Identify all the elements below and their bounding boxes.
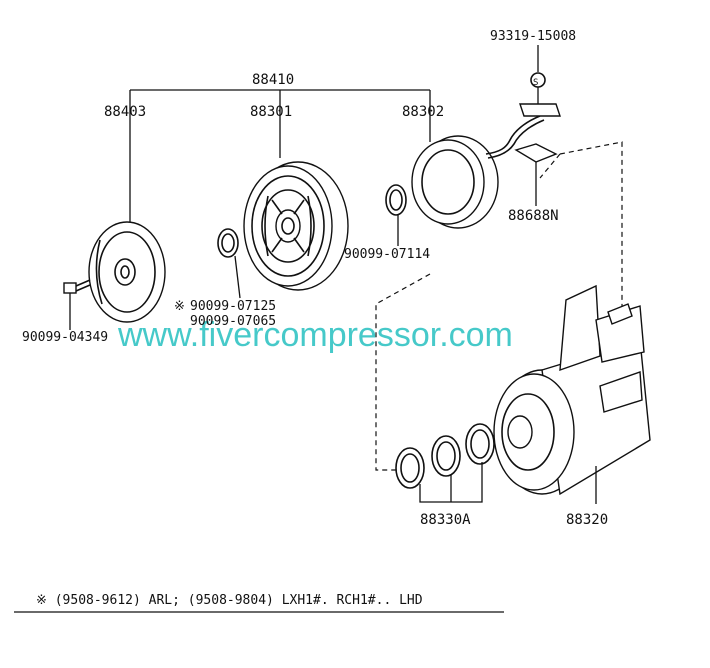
label-coil: 88302 bbox=[402, 104, 444, 120]
marker-circle-s: S bbox=[533, 78, 538, 88]
label-assembly: 88410 bbox=[252, 72, 294, 88]
label-bolt: 90099-04349 bbox=[22, 330, 108, 345]
label-sensor-bracket: 88688N bbox=[508, 208, 559, 224]
watermark-text: www.fivercompressor.com bbox=[117, 316, 513, 354]
o-rings-drawing bbox=[395, 423, 495, 503]
marker-asterisk: ※ bbox=[174, 299, 185, 314]
field-coil-drawing bbox=[411, 115, 545, 229]
compressor-drawing bbox=[493, 284, 651, 504]
snap-ring-drawing bbox=[385, 184, 407, 246]
pulley-drawing bbox=[243, 161, 349, 291]
assembly-bracket bbox=[129, 89, 431, 228]
label-o-rings: 88330A bbox=[420, 512, 471, 528]
clutch-hub-drawing bbox=[88, 221, 166, 323]
label-compressor: 88320 bbox=[566, 512, 608, 528]
shim-drawing bbox=[217, 228, 241, 299]
label-sensor-bolt: 93319-15008 bbox=[490, 29, 576, 44]
label-shim-2: 90099-07065 bbox=[190, 314, 276, 329]
bolt-drawing bbox=[63, 279, 91, 330]
label-snap-ring: 90099-07114 bbox=[344, 247, 430, 262]
label-pulley: 88301 bbox=[250, 104, 292, 120]
sensor-connector-drawing bbox=[514, 45, 561, 206]
label-shim-1: 90099-07125 bbox=[190, 299, 276, 314]
footnote-text: ※ (9508-9612) ARL; (9508-9804) LXH1#. RC… bbox=[36, 593, 423, 608]
label-hub: 88403 bbox=[104, 104, 146, 120]
